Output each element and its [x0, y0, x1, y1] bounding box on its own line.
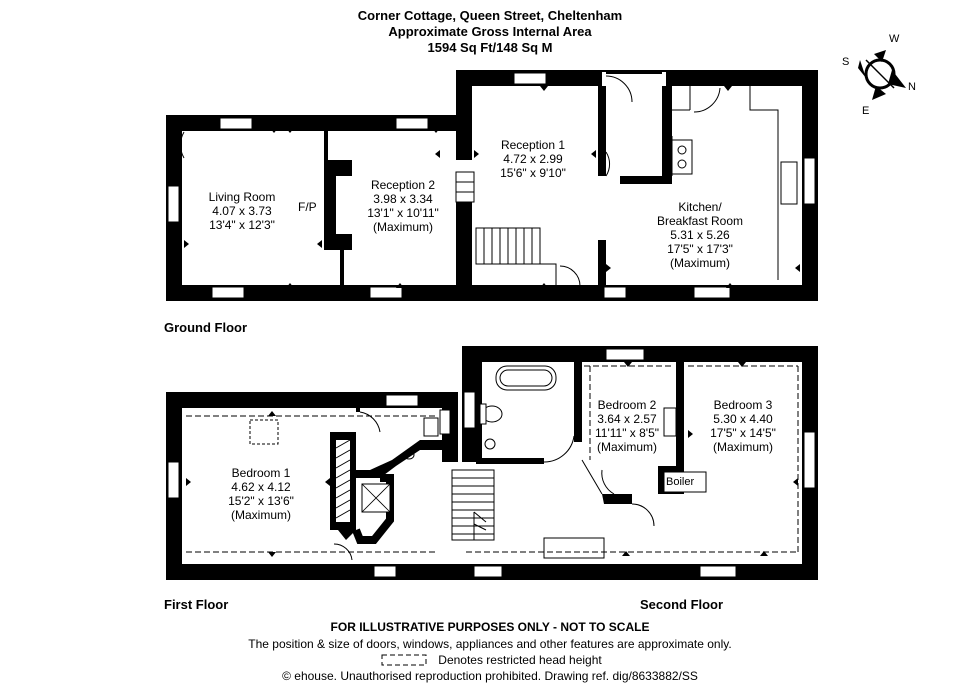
room-name: Bedroom 3 — [713, 398, 773, 412]
room-note: (Maximum) — [597, 440, 657, 454]
room-bedroom-3: Bedroom 3 5.30 x 4.40 17'5" x 14'5" (Max… — [698, 398, 788, 454]
room-imperial: 15'6" x 9'10" — [500, 166, 566, 180]
room-metric: 3.98 x 3.34 — [373, 192, 433, 206]
compass-icon — [858, 50, 906, 100]
footer-disclaimer: FOR ILLUSTRATIVE PURPOSES ONLY - NOT TO … — [330, 620, 650, 634]
room-metric: 5.30 x 4.40 — [713, 412, 773, 426]
room-metric: 4.62 x 4.12 — [231, 480, 291, 494]
legend-dashed-icon — [381, 654, 427, 666]
compass-w: W — [889, 33, 900, 45]
room-metric: 4.72 x 2.99 — [503, 152, 563, 166]
room-name: Living Room — [208, 190, 276, 204]
room-metric: 5.31 x 5.26 — [670, 228, 730, 242]
room-name: Reception 1 — [500, 138, 566, 152]
floor-label-second: Second Floor — [640, 597, 724, 612]
boiler-label: Boiler — [666, 476, 695, 488]
area-value: 1594 Sq Ft/148 Sq M — [427, 40, 553, 55]
compass-n: N — [908, 81, 916, 93]
room-imperial: 13'4" x 12'3" — [209, 218, 275, 232]
footer-note: The position & size of doors, windows, a… — [248, 637, 732, 651]
room-imperial: 17'5" x 17'3" — [667, 242, 733, 256]
area-title: Approximate Gross Internal Area — [388, 24, 592, 39]
ground-floor-plan — [166, 70, 818, 301]
floor-label-first: First Floor — [164, 597, 229, 612]
room-reception-1: Reception 1 4.72 x 2.99 15'6" x 9'10" — [488, 138, 578, 180]
second-floor-plan — [440, 346, 818, 580]
room-note: (Maximum) — [713, 440, 773, 454]
room-metric: 4.07 x 3.73 — [212, 204, 272, 218]
room-name: Bedroom 2 — [597, 398, 657, 412]
room-imperial: 11'11" x 8'5" — [594, 426, 660, 440]
room-living-room: Living Room 4.07 x 3.73 13'4" x 12'3" — [197, 190, 287, 232]
room-kitchen: Kitchen/ Breakfast Room 5.31 x 5.26 17'5… — [650, 200, 750, 270]
room-imperial: 13'1" x 10'11" — [367, 206, 439, 220]
room-imperial: 17'5" x 14'5" — [710, 426, 776, 440]
footer-copyright: © ehouse. Unauthorised reproduction proh… — [282, 669, 698, 683]
room-name: Bedroom 1 — [231, 466, 291, 480]
property-address: Corner Cottage, Queen Street, Cheltenham — [357, 8, 623, 23]
room-name-2: Breakfast Room — [656, 214, 744, 228]
fireplace-label: F/P — [298, 200, 317, 214]
room-metric: 3.64 x 2.57 — [597, 412, 657, 426]
floor-label-ground: Ground Floor — [164, 320, 248, 335]
compass-s: S — [842, 56, 850, 68]
footer-legend: Denotes restricted head height — [438, 653, 602, 667]
room-imperial: 15'2" x 13'6" — [228, 494, 294, 508]
room-name: Kitchen/ — [678, 200, 722, 214]
compass-e: E — [862, 105, 870, 117]
first-floor-plan — [166, 392, 458, 580]
room-bedroom-2: Bedroom 2 3.64 x 2.57 11'11" x 8'5" (Max… — [582, 398, 672, 454]
room-name: Reception 2 — [370, 178, 436, 192]
room-note: (Maximum) — [373, 220, 433, 234]
room-reception-2: Reception 2 3.98 x 3.34 13'1" x 10'11" (… — [358, 178, 448, 234]
room-bedroom-1: Bedroom 1 4.62 x 4.12 15'2" x 13'6" (Max… — [216, 466, 306, 522]
room-note: (Maximum) — [231, 508, 291, 522]
room-note: (Maximum) — [670, 256, 730, 270]
